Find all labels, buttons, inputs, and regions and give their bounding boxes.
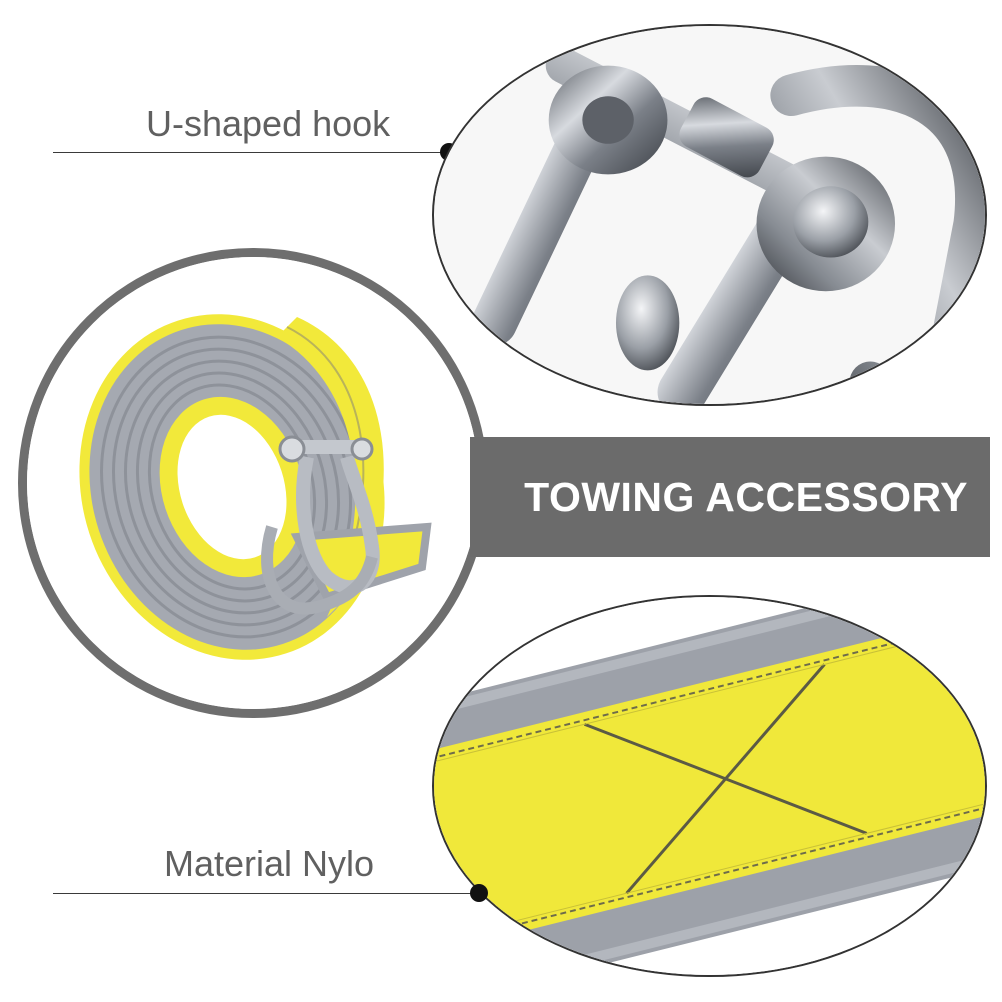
hook-closeup-photo	[432, 24, 987, 406]
title-banner: TOWING ACCESSORY	[470, 437, 990, 557]
shackle-illustration	[434, 26, 985, 404]
coiled-strap-illustration	[27, 257, 479, 709]
nylon-closeup-photo	[432, 595, 987, 977]
hook-leader-line	[53, 152, 451, 153]
nylon-leader-dot	[470, 884, 488, 902]
main-product-photo	[18, 248, 488, 718]
nylon-leader-line	[53, 893, 481, 894]
nylon-callout-label: Material Nylo	[164, 843, 375, 884]
banner-title: TOWING ACCESSORY	[524, 473, 968, 520]
hook-callout-label: U-shaped hook	[146, 103, 391, 144]
webbing-illustration	[434, 597, 985, 975]
